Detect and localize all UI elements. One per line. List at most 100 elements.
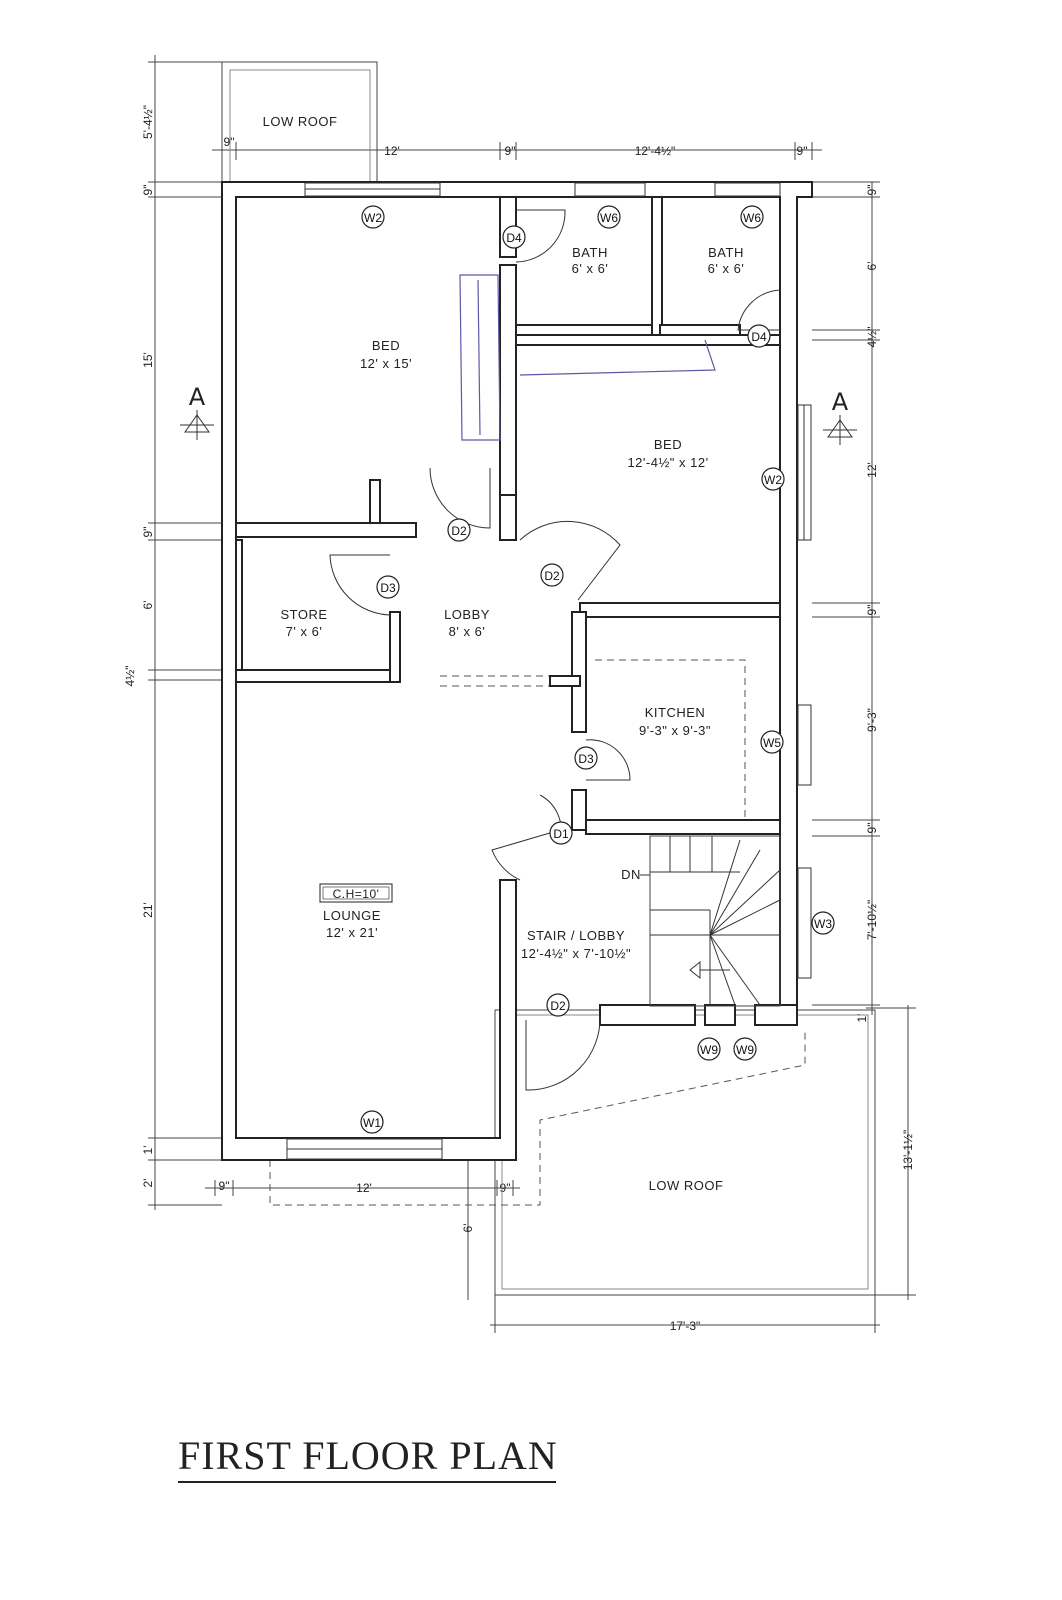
svg-text:D2: D2	[544, 569, 560, 583]
tag-w6-b: W6	[740, 205, 764, 229]
tag-d2-a: D2	[447, 518, 471, 542]
lobby-size: 8' x 6'	[449, 624, 486, 639]
doors	[329, 209, 781, 1091]
svg-text:D2: D2	[550, 999, 566, 1013]
dim-right-9a: 9"	[865, 185, 879, 196]
dim-right-7-10h: 7'-10½"	[865, 900, 879, 941]
tag-d3-b: D3	[574, 746, 598, 770]
svg-text:D4: D4	[751, 330, 767, 344]
dim-left-9a: 9"	[141, 185, 155, 196]
bath1-name: BATH	[572, 245, 608, 260]
bed2-size: 12'-4½" x 12'	[627, 455, 708, 470]
svg-text:D1: D1	[553, 827, 569, 841]
tag-w6-a: W6	[597, 205, 621, 229]
section-label-left: A	[189, 383, 206, 411]
svg-text:W6: W6	[743, 211, 761, 225]
dim-right-9c: 9"	[865, 823, 879, 834]
kitchen-size: 9'-3" x 9'-3"	[639, 723, 711, 738]
dim-right-12: 12'	[865, 462, 879, 478]
dim-bot-17-3: 17'-3"	[670, 1319, 701, 1333]
bath2-size: 6' x 6'	[708, 261, 745, 276]
element-tags: W2 W6 W6 D4 D4 W2 D2 D2 D3 W5 D3 D1 W3 D…	[360, 205, 835, 1134]
title-underline	[178, 1481, 556, 1483]
dim-right-1: 1'	[855, 1014, 869, 1023]
tag-w9-a: W9	[697, 1037, 721, 1061]
right-dimension-lines: 9" 6' 4½" 12' 9" 9'-3" 9" 7'-10½" 1' 13'…	[812, 181, 916, 1300]
tag-d4-b: D4	[747, 324, 771, 348]
section-label-right: A	[832, 388, 849, 416]
tag-d4-a: D4	[502, 225, 526, 249]
dim-right-9-3: 9'-3"	[865, 708, 879, 732]
svg-text:D3: D3	[578, 752, 594, 766]
tag-d2-b: D2	[540, 563, 564, 587]
stair-dn-label: DN	[621, 867, 641, 882]
stair-size: 12'-4½" x 7'-10½"	[521, 946, 631, 961]
tag-d2-c: D2	[546, 993, 570, 1017]
dim-bot-6: 6'	[461, 1224, 475, 1233]
low-roof-bottom: LOW ROOF	[494, 1009, 876, 1296]
dim-right-6: 6'	[865, 262, 879, 271]
dim-right-4h: 4½"	[865, 327, 879, 348]
kitchen-name: KITCHEN	[645, 705, 706, 720]
tag-w5: W5	[760, 730, 784, 754]
store-size: 7' x 6'	[286, 624, 323, 639]
low-roof-top-label: LOW ROOF	[263, 114, 338, 129]
dim-left-4h: 4½"	[123, 666, 137, 687]
dim-bot-9b: 9"	[500, 1181, 511, 1195]
interior-walls	[235, 196, 798, 1026]
svg-text:W6: W6	[600, 211, 618, 225]
low-roof-top: LOW ROOF	[221, 61, 378, 183]
dim-top-9c: 9"	[797, 144, 808, 158]
dim-left-5-4h: 5'-4½"	[141, 105, 155, 139]
svg-text:W3: W3	[814, 917, 832, 931]
svg-text:W9: W9	[736, 1043, 754, 1057]
dim-top-12: 12'	[384, 144, 400, 158]
tag-w2-right: W2	[761, 467, 785, 491]
lounge-ceiling-height: C.H=10'	[333, 887, 380, 901]
tag-w2-top: W2	[361, 205, 385, 229]
bottom-dimension-lines: 9" 12' 9" 6' 17'-3"	[205, 1160, 880, 1333]
tag-w9-b: W9	[733, 1037, 757, 1061]
svg-text:W1: W1	[363, 1116, 381, 1130]
low-roof-bottom-label: LOW ROOF	[649, 1178, 724, 1193]
dim-left-2: 2'	[141, 1179, 155, 1188]
lobby-name: LOBBY	[444, 607, 490, 622]
section-marker-left: A	[180, 383, 214, 440]
dim-top-12-4h: 12'-4½"	[635, 144, 676, 158]
dim-top-9b: 9"	[505, 144, 516, 158]
dim-left-15: 15'	[141, 352, 155, 368]
bed1-size: 12' x 15'	[360, 356, 412, 371]
dim-left-9b: 9"	[141, 527, 155, 538]
left-dimension-lines: 5'-4½" 9" 15' 9" 6' 4½" 21' 1' 2'	[123, 55, 222, 1210]
pencil-marks	[459, 274, 716, 441]
svg-text:W5: W5	[763, 736, 781, 750]
room-labels: BED 12' x 15' BATH 6' x 6' BATH 6' x 6' …	[280, 245, 745, 961]
bath1-size: 6' x 6'	[572, 261, 609, 276]
dim-right-13-1h: 13'-1½"	[901, 1130, 915, 1171]
bed2-name: BED	[654, 437, 682, 452]
dim-left-1: 1'	[141, 1146, 155, 1155]
plan-title: FIRST FLOOR PLAN	[178, 1433, 558, 1478]
lounge-size: 12' x 21'	[326, 925, 378, 940]
dim-top-9a: 9"	[224, 135, 235, 149]
staircase	[640, 835, 781, 1007]
top-dimension-line: 9" 12' 9" 12'-4½" 9"	[212, 135, 822, 160]
dim-right-9b: 9"	[865, 605, 879, 616]
exterior-walls	[221, 181, 813, 1161]
svg-text:W9: W9	[700, 1043, 718, 1057]
store-name: STORE	[280, 607, 327, 622]
tag-d3-a: D3	[376, 575, 400, 599]
windows	[286, 182, 812, 1160]
svg-text:D4: D4	[506, 231, 522, 245]
dim-left-21: 21'	[141, 902, 155, 918]
stair-name: STAIR / LOBBY	[527, 928, 625, 943]
svg-text:W2: W2	[364, 211, 382, 225]
lounge-name: LOUNGE	[323, 908, 381, 923]
dashed-projection-lines	[269, 659, 806, 1206]
tag-w3: W3	[811, 911, 835, 935]
tag-w1: W1	[360, 1110, 384, 1134]
svg-text:D2: D2	[451, 524, 467, 538]
svg-text:D3: D3	[380, 581, 396, 595]
dim-left-6: 6'	[141, 601, 155, 610]
